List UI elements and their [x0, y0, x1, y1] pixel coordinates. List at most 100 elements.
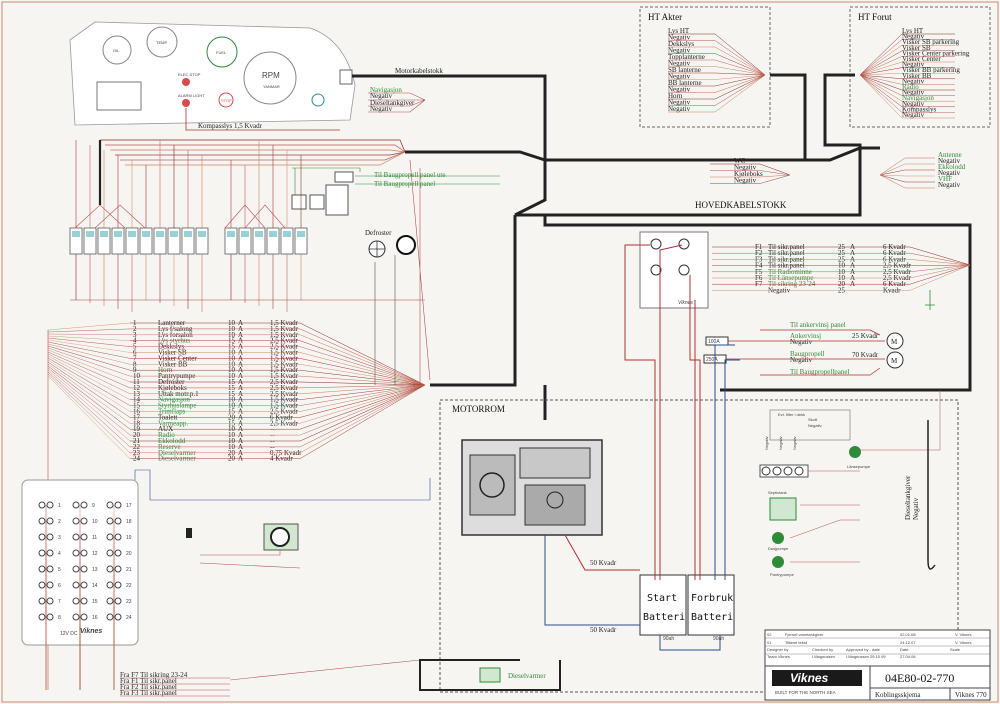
switch-lamp-icon [170, 231, 178, 237]
connector-icon [761, 466, 771, 476]
pump-item: Negativ [792, 436, 797, 450]
fuse-socket-icon [106, 581, 114, 589]
ht-item: Horn [668, 92, 683, 100]
anchor-cable: 25 Kvadr [852, 332, 879, 340]
temp-gauge-label: TEMP [156, 40, 167, 45]
pantry-pump-icon [772, 556, 784, 568]
antenna-item: Ekkolodd [938, 163, 966, 171]
pump-item: Pantrypumpe [770, 572, 795, 577]
ht-item: Visker BB parkering [902, 66, 960, 74]
designer-label: Designer by [767, 647, 788, 652]
wc-item: Kjøleboks [734, 170, 763, 178]
switch-lamp-icon [255, 231, 263, 237]
ht-item: Negativ [668, 34, 691, 42]
elec-stop-lamp-icon [182, 78, 190, 86]
anchor-motor-icon [886, 332, 904, 350]
cable-50-label: 50 Kvadr [590, 559, 617, 567]
ht-item: Negativ [668, 47, 691, 55]
ht-item: Negativ [668, 99, 691, 107]
fuse-socket-icon [114, 517, 122, 525]
breaker-icon [678, 264, 690, 276]
cable-50-label: 50 Kvadr [590, 626, 617, 634]
fuse-socket-icon [106, 533, 114, 541]
antenna-item: VHF [938, 175, 952, 183]
fuse-socket-icon [80, 549, 88, 557]
anchor-bow-group: Til ankervinsj panelAnkervinsjNegativBau… [703, 321, 904, 376]
fuse-socket-icon [80, 613, 88, 621]
logo-text: Viknes [790, 671, 829, 685]
fuse-socket-icon [106, 549, 114, 557]
bow-cable: 70 Kvadr [852, 351, 879, 359]
wc-item: Negativ [734, 164, 757, 172]
fra-item: Fra F7 Til sikring 23-24 [120, 671, 188, 679]
ht-item: Negativ [902, 89, 925, 97]
fuse-number: 18 [126, 519, 132, 525]
defroster-label: Defroster [365, 229, 392, 237]
date-value: 27.04.06 [900, 654, 916, 659]
fuse-socket-icon [72, 597, 80, 605]
switch-lamp-icon [142, 231, 150, 237]
drawing-title: Koblingsskjema [875, 691, 921, 699]
pump-item: Negativ [778, 436, 783, 450]
fuse-socket-icon [38, 501, 46, 509]
dieselvarmer-label: Dieselvarmer [508, 672, 546, 680]
switch-rows [69, 140, 425, 312]
model-label: Viknes 770 [955, 691, 987, 699]
fuse-socket-icon [80, 565, 88, 573]
switch-lamp-icon [156, 231, 164, 237]
fuse-socket-icon [38, 565, 46, 573]
dieselvarmer-group: Dieselvarmer [479, 667, 546, 683]
fuse-number: 3 [58, 535, 61, 541]
dieseltankgiver-group: Dieseltankgiver Negativ [904, 420, 936, 570]
fuse-socket-icon [38, 581, 46, 589]
fuse-number: 16 [92, 615, 98, 621]
date-label: Date [900, 647, 909, 652]
fuse-socket-icon [106, 517, 114, 525]
fuse-number: 19 [126, 535, 132, 541]
oil-gauge-label: OIL [113, 48, 120, 53]
fuse-100a-label: 100A [708, 339, 720, 345]
dimmer-component [134, 469, 431, 569]
ht-item: Negativ [902, 61, 925, 69]
ht-item: Dekkslys [668, 40, 694, 48]
defroster-group: Defroster [365, 229, 416, 258]
fuse-number: 6 [58, 583, 61, 589]
fuse-socket-icon [114, 581, 122, 589]
bow-panel-group: Til Baugpropell panel ute Til Baugpropel… [291, 167, 500, 216]
fuse-number: 8 [58, 615, 61, 621]
fuel-gauge-label: FUEL [216, 50, 227, 55]
pump-item: Skott [808, 417, 818, 422]
anchor-item: Til Baugpropellpanel [790, 368, 849, 376]
connector-icon [794, 466, 804, 476]
fuse-socket-icon [106, 597, 114, 605]
rev-no: 02 [767, 632, 772, 637]
fuse-socket-icon [114, 597, 122, 605]
pump-item: Negativ [764, 436, 769, 450]
forbruk-battery-label: Forbruk [691, 593, 733, 604]
battery-group: Start Batteri Forbruk Batteri 90ah 90ah … [590, 559, 735, 642]
rev-date: 24.12.07 [900, 640, 916, 645]
fuse-socket-icon [106, 565, 114, 573]
fuse-socket-icon [72, 565, 80, 573]
fuse-number: 15 [92, 599, 98, 605]
connector-icon [772, 466, 782, 476]
stop-button-icon [218, 92, 234, 108]
ht-item: Topplanterne [668, 53, 705, 61]
logo-slogan: BUILT FOR THE NORTH SEA [775, 690, 836, 695]
temp-gauge-icon [146, 26, 178, 58]
antenna-item: Negativ [938, 181, 961, 189]
dieselgiver-neg-label: Negativ [912, 497, 920, 520]
ht-bus [770, 73, 862, 200]
fuse-socket-icon [46, 533, 54, 541]
antenna-item: Negativ [938, 157, 961, 165]
fuse-socket-icon [106, 501, 114, 509]
ht-item: Visker Center parkering [902, 49, 970, 57]
fuse-socket-icon [46, 565, 54, 573]
motorrom-box: MOTORROM [439, 399, 959, 693]
fuse-number: 5 [58, 567, 61, 573]
viknes-logo [772, 670, 862, 686]
